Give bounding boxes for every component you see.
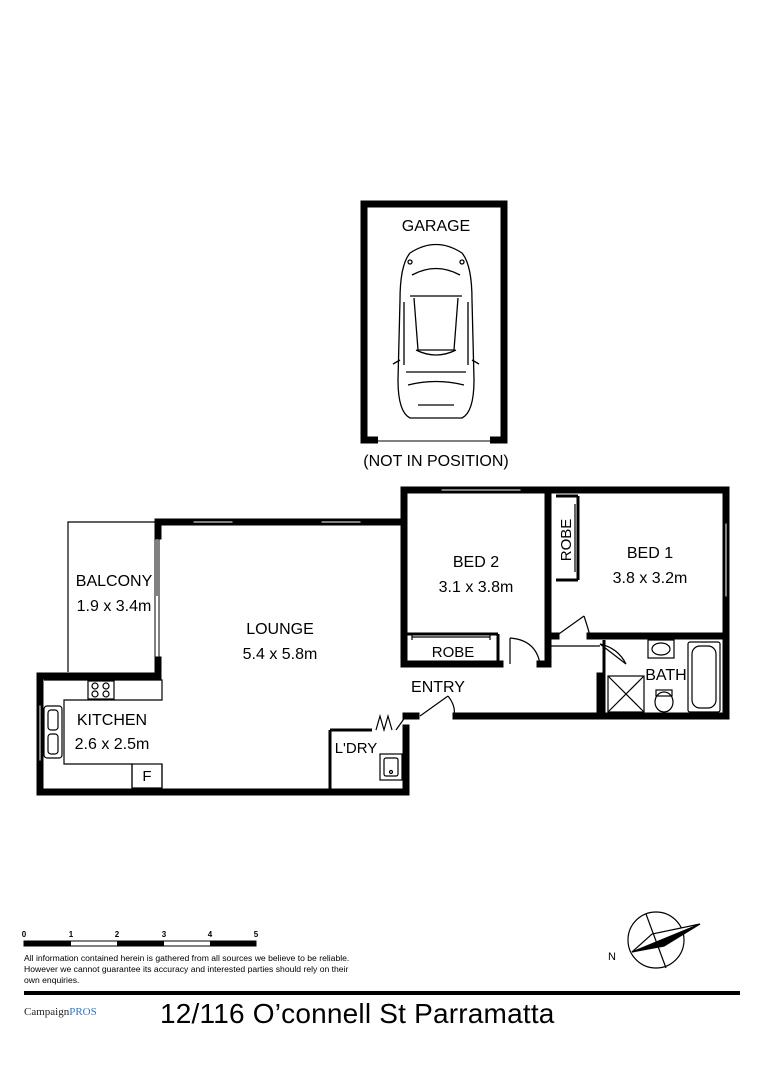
cooktop-icon — [87, 680, 115, 700]
scale-bar: 0 1 2 3 4 5 — [22, 930, 259, 947]
property-address: 12/116 O’connell St Parramatta — [160, 998, 555, 1029]
scale-tick-1: 1 — [69, 930, 74, 939]
bed1-label: BED 1 — [627, 545, 673, 562]
company-logo: CampaignPROS — [24, 1006, 97, 1018]
sink-icon — [43, 705, 63, 759]
kitchen-size: 2.6 x 2.5m — [75, 736, 150, 753]
scale-tick-2: 2 — [115, 930, 120, 939]
laundry-door — [375, 713, 407, 733]
kitchen-label: KITCHEN — [77, 712, 147, 729]
garage-note: (NOT IN POSITION) — [363, 453, 508, 470]
bed2-size: 3.1 x 3.8m — [439, 579, 514, 596]
room-labels: BED 2 3.1 x 3.8m BED 1 3.8 x 3.2m ROBE R… — [75, 519, 688, 785]
logo-prefix: Campaign — [24, 1006, 70, 1018]
logo-brand: PROS — [69, 1006, 97, 1018]
garage: GARAGE (NOT IN POSITION) — [360, 200, 509, 470]
kitchen-bench — [44, 679, 163, 789]
scale-tick-0: 0 — [22, 930, 27, 939]
entry-label: ENTRY — [411, 679, 465, 696]
bed2-robe-label: ROBE — [432, 644, 475, 661]
laundry-label: L'DRY — [335, 740, 378, 757]
partitions — [36, 486, 730, 792]
garage-label: GARAGE — [402, 218, 470, 235]
compass-north: N — [608, 951, 616, 963]
disclaimer: All information contained herein is gath… — [24, 953, 350, 985]
lounge-label: LOUNGE — [246, 621, 314, 638]
scale-tick-4: 4 — [208, 930, 213, 939]
bed2-label: BED 2 — [453, 554, 499, 571]
scale-tick-3: 3 — [162, 930, 167, 939]
bath-label: BATH — [645, 667, 686, 684]
bed1-robe-label: ROBE — [558, 519, 575, 562]
laundry-tub-icon — [379, 753, 403, 781]
walls — [36, 486, 730, 796]
bed1-size: 3.8 x 3.2m — [613, 570, 688, 587]
balcony-size: 1.9 x 3.4m — [77, 598, 152, 615]
scale-tick-5: 5 — [254, 930, 259, 939]
fridge-label: F — [142, 768, 151, 785]
lounge-size: 5.4 x 5.8m — [243, 646, 318, 663]
car-icon — [392, 243, 480, 419]
balcony: BALCONY 1.9 x 3.4m — [67, 521, 160, 672]
bath-fixtures — [607, 639, 721, 713]
doors — [411, 504, 627, 717]
balcony-label: BALCONY — [76, 573, 153, 590]
compass-icon: N — [608, 911, 701, 969]
